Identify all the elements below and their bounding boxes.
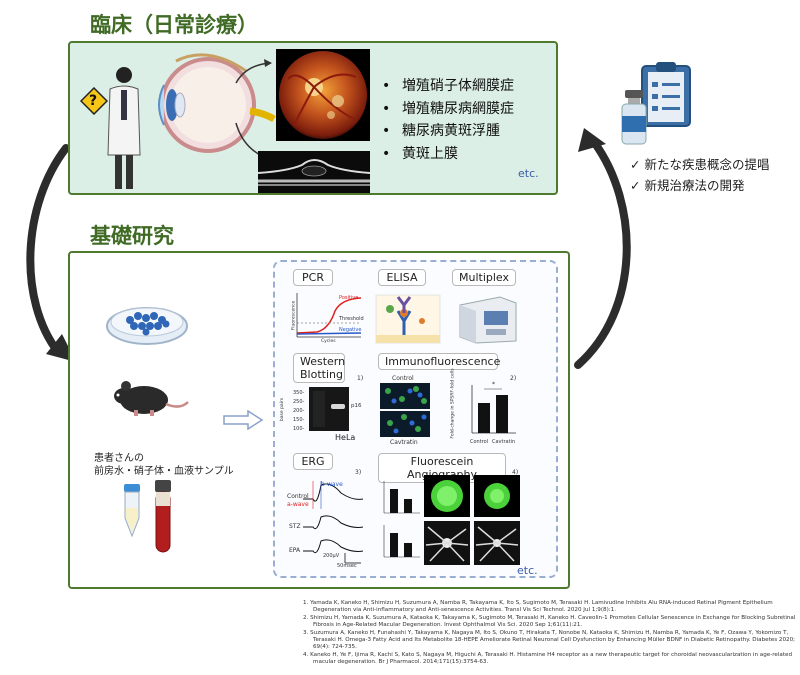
reference-item: 1. Yamada K, Kaneko H, Shimizu H, Suzumu… [303, 600, 773, 614]
oct-scan-image [258, 151, 370, 193]
pcr-chart [296, 293, 362, 338]
pcr-threshold-label: Threshold [339, 316, 364, 322]
fa-bar-charts [383, 481, 420, 558]
erg-label-a-wave: a-wave [287, 501, 309, 508]
pcr-ylabel: Fluorescence [291, 300, 297, 331]
immuno-panel-bottom-label: Cavtratin [390, 439, 418, 446]
western-ylabel: base pairs [280, 397, 286, 422]
erg-waveforms [303, 481, 364, 564]
erg-scale-time: 50msec [337, 563, 357, 569]
mouse-icon [114, 381, 189, 416]
basic-heading: 基礎研究 [90, 224, 174, 248]
erg-ref: 3) [355, 469, 362, 476]
immuno-image-control [380, 383, 430, 409]
disease-item: 増殖糖尿病網膜症 [382, 98, 514, 121]
erg-scale-voltage: 200μV [323, 553, 340, 559]
immunofluorescence-card: Immunofluorescence 2) Control Cavtratin … [374, 353, 522, 449]
fundus-photo [276, 49, 370, 141]
reference-item: 2. Shimizu H, Yamada K, Suzumura A, Kata… [303, 614, 796, 629]
western-blot-image [309, 387, 349, 431]
immuno-ref: 2) [510, 375, 517, 382]
pcr-xlabel: Cycles [321, 339, 336, 344]
immuno-panel-top-label: Control [392, 375, 414, 382]
erg-label-b-wave: b-wave [321, 481, 343, 488]
immuno-ylabel: Fold-change in SPSRF-fold cells [450, 368, 456, 439]
western-title: Western Blotting [293, 353, 345, 383]
western-ref: 1) [357, 375, 364, 382]
fa-angiogram-images [424, 521, 520, 565]
eye-anatomy-illustration [158, 53, 276, 153]
immuno-sig: * [492, 381, 495, 388]
disease-item: 黄斑上膜 [382, 143, 514, 166]
references-list: 1. Yamada K, Kaneko H, Shimizu H, Suzumu… [303, 600, 797, 667]
clinical-box: ? [68, 41, 558, 195]
erg-label-epa: EPA [289, 547, 301, 554]
warning-question-icon [80, 87, 108, 115]
erg-label-control: Control [287, 493, 309, 500]
immuno-bar-label-cavtratin: Cavtratin [492, 439, 516, 445]
western-cell-label: HeLa [335, 433, 356, 442]
disease-item: 増殖硝子体網膜症 [382, 75, 514, 98]
medicine-vial-icon [621, 90, 647, 145]
elisa-antibody-illustration [375, 294, 441, 344]
pcr-title: PCR [293, 269, 333, 286]
to-methods-arrow [223, 410, 264, 430]
outcome-item: ✓ 新規治療法の開発 [630, 178, 745, 193]
immuno-title: Immunofluorescence [378, 353, 500, 370]
clinical-heading: 臨床（日常診療） [90, 13, 258, 37]
erg-title: ERG [293, 453, 333, 470]
disease-list: 増殖硝子体網膜症 増殖糖尿病網膜症 糖尿病黄斑浮腫 黄斑上膜 [382, 75, 514, 165]
immuno-bar-label-control: Control [470, 439, 489, 445]
pcr-card: PCR Positive Threshold Negative Cycles F… [287, 269, 364, 347]
reference-item: 3. Suzumura A, Kaneko H, Funahashi Y, Ta… [303, 629, 796, 651]
sample-tube-icon [124, 484, 140, 538]
fa-green-images [424, 475, 520, 517]
immuno-image-cavtratin [380, 411, 430, 437]
samples-label: 患者さんの 前房水・硝子体・血液サンプル [94, 453, 234, 477]
outcomes-list: ✓ 新たな疾患概念の提唱 ✓ 新規治療法の開発 [630, 154, 769, 194]
erg-label-stz: STZ [289, 523, 301, 530]
western-band-label: p16 [351, 403, 362, 409]
elisa-card: ELISA [374, 269, 442, 347]
multiplex-instrument-illustration [459, 296, 517, 344]
fluorescein-angiography-card: Fluorescein Angiography 4) [374, 453, 524, 571]
blood-tube-icon [155, 480, 171, 553]
elisa-title: ELISA [378, 269, 426, 286]
clinical-etc: etc. [518, 167, 539, 180]
doctor-icon [107, 67, 141, 189]
pcr-negative-label: Negative [339, 327, 362, 333]
reference-item: 4. Kaneko H, Ye F, Ijima R, Kachi S, Kat… [303, 651, 793, 666]
erg-card: ERG 3) Control a-wave b-wave STZ EPA 200… [287, 453, 365, 571]
fa-ref: 4) [512, 469, 519, 476]
basic-etc: etc. [517, 564, 538, 577]
petri-dish-icon [106, 307, 188, 345]
pcr-positive-label: Positive [339, 295, 359, 301]
check-icon: ✓ [630, 178, 641, 193]
western-kda-labels: 350- 250- 200- 150- 100- [293, 390, 305, 432]
multiplex-title: Multiplex [452, 269, 516, 286]
check-icon: ✓ [630, 157, 641, 172]
outcome-item: ✓ 新たな疾患概念の提唱 [630, 157, 770, 172]
western-blot-card: Western Blotting 1) base pairs 350- 250-… [280, 353, 365, 445]
question-mark: ? [89, 93, 98, 109]
clipboard-icon [641, 62, 691, 127]
multiplex-card: Multiplex [452, 269, 524, 347]
disease-item: 糖尿病黄斑浮腫 [382, 120, 514, 143]
immuno-bar-chart [471, 385, 516, 434]
